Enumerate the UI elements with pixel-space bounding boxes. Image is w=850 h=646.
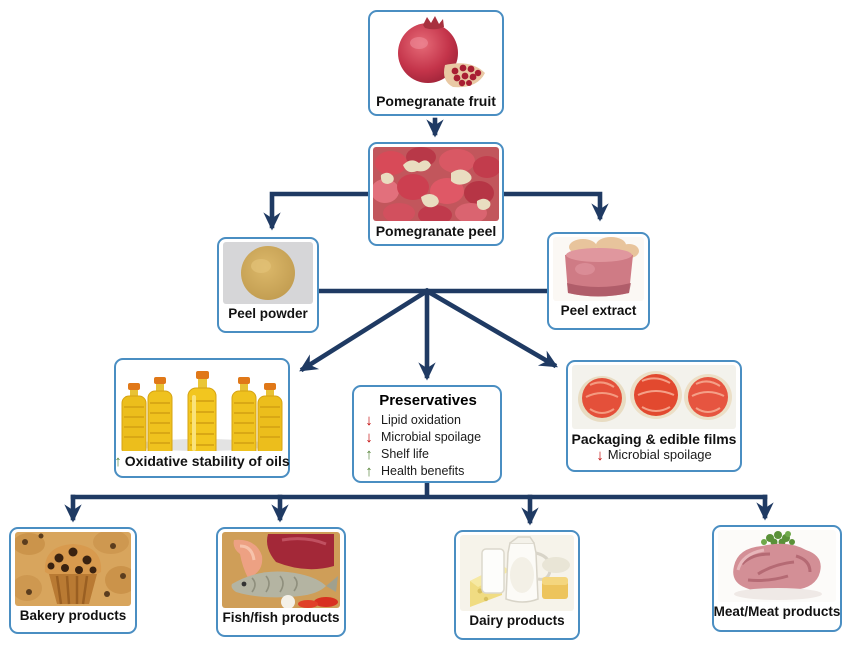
increase-arrow-icon: ↑ xyxy=(114,452,122,470)
node-label: Peel powder xyxy=(228,306,308,321)
edge-peel-to-extract xyxy=(500,191,609,222)
node-label: Bakery products xyxy=(19,608,127,623)
node-label: Packaging & edible films xyxy=(571,431,737,447)
preservatives-item: ↓ Lipid oxidation xyxy=(364,412,492,429)
fish-photo xyxy=(222,532,340,608)
node-fish-products: Fish/fish products xyxy=(216,527,346,637)
node-peel-extract: Peel extract xyxy=(547,232,650,330)
preservatives-item: ↓ Microbial spoilage xyxy=(364,429,492,446)
preservatives-item-label: Shelf life xyxy=(381,447,429,461)
node-pomegranate-fruit: Pomegranate fruit xyxy=(368,10,504,116)
packaging-sub-text: Microbial spoilage xyxy=(607,447,712,463)
peel-extract-photo xyxy=(553,237,644,301)
node-label: Fish/fish products xyxy=(222,610,340,625)
node-label: ↑ Oxidative stability of oils xyxy=(114,451,289,470)
preservatives-item: ↑ Health benefits xyxy=(364,463,492,480)
oils-label-text: Oxidative stability of oils xyxy=(124,453,290,469)
edge-preservatives-bus xyxy=(70,480,768,500)
packaging-sub-label: ↓ Microbial spoilage xyxy=(596,448,712,463)
preservatives-item-label: Lipid oxidation xyxy=(381,413,461,427)
node-label: Dairy products xyxy=(469,613,565,628)
node-label: Peel extract xyxy=(560,303,637,318)
node-preservatives: Preservatives ↓ Lipid oxidation ↓ Microb… xyxy=(352,385,502,483)
preservatives-title: Preservatives xyxy=(379,392,477,409)
decrease-arrow-icon: ↓ xyxy=(365,429,373,446)
bakery-photo xyxy=(15,532,131,606)
node-label: Pomegranate peel xyxy=(375,223,497,239)
preservatives-item-label: Health benefits xyxy=(381,464,465,478)
packaged-food-photo xyxy=(572,365,736,429)
edge-junction-to-packaging xyxy=(423,287,558,369)
node-packaging-edible-films: Packaging & edible films ↓ Microbial spo… xyxy=(566,360,742,472)
peel-powder-photo xyxy=(223,242,313,304)
edge-junction-to-oils xyxy=(299,287,431,373)
oil-bottles-photo xyxy=(120,363,284,451)
edge-peel-to-powder xyxy=(263,191,371,231)
node-oxidative-stability: ↑ Oxidative stability of oils xyxy=(114,358,290,478)
pomegranate-fruit-photo xyxy=(373,15,499,91)
decrease-arrow-icon: ↓ xyxy=(596,447,604,465)
pomegranate-peel-photo xyxy=(373,147,499,221)
node-peel-powder: Peel powder xyxy=(217,237,319,333)
node-label: Pomegranate fruit xyxy=(376,93,496,109)
node-label: Meat/Meat products xyxy=(713,604,841,619)
preservatives-item: ↑ Shelf life xyxy=(364,446,492,463)
dairy-photo xyxy=(460,535,574,611)
node-bakery-products: Bakery products xyxy=(9,527,137,634)
node-meat-products: Meat/Meat products xyxy=(712,525,842,632)
preservatives-item-label: Microbial spoilage xyxy=(381,430,482,444)
increase-arrow-icon: ↑ xyxy=(365,463,373,480)
increase-arrow-icon: ↑ xyxy=(365,446,373,463)
node-dairy-products: Dairy products xyxy=(454,530,580,640)
meat-photo xyxy=(718,530,836,602)
decrease-arrow-icon: ↓ xyxy=(365,412,373,429)
node-pomegranate-peel: Pomegranate peel xyxy=(368,142,504,246)
